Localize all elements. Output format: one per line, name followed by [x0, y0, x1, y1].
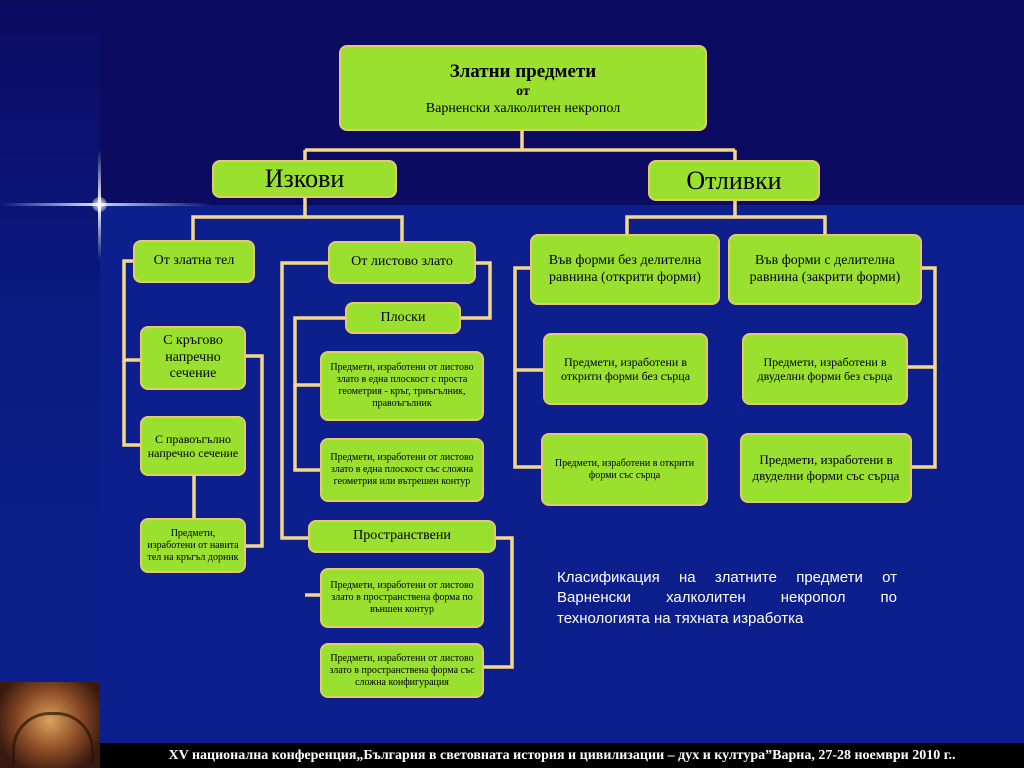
root-node: Златни предмети от Варненски халколитен … — [339, 45, 707, 131]
flat-node: Плоски — [345, 302, 461, 334]
root-source: Варненски халколитен некропол — [425, 100, 621, 116]
closed-no-core-node: Предмети, изработени в двуделни форми бе… — [742, 333, 908, 405]
closed-molds-node: Във форми с делителна равнина (закрити ф… — [728, 234, 922, 305]
connector-cast — [625, 200, 737, 236]
spatial-node: Пространствени — [308, 520, 496, 553]
root-title: Златни предмети — [449, 61, 597, 83]
connector-sheet — [280, 261, 330, 540]
corner-photo — [0, 682, 100, 768]
open-with-core-node: Предмети, изработени в открити форми със… — [541, 433, 708, 506]
gold-bar-node: От златна тел — [133, 240, 255, 283]
closed-with-core-node: Предмети, изработени в двуделни форми съ… — [740, 433, 912, 503]
spatial-outer-node: Предмети, изработени от листово злато в … — [320, 568, 484, 628]
root-subtitle: от — [516, 84, 530, 100]
conference-footer: XV национална конференция„България в све… — [100, 743, 1024, 768]
round-section-node: С кръгово напречно сечение — [140, 326, 246, 390]
open-no-core-node: Предмети, изработени в открити форми без… — [543, 333, 708, 405]
diagram-caption: Класификация на златните предмети от Вар… — [557, 569, 897, 627]
wire-mandrel-node: Предмети, изработени от навита тел на кр… — [140, 518, 246, 573]
open-molds-node: Във форми без делителна равнина (открити… — [530, 234, 720, 305]
forged-node: Изкови — [212, 160, 397, 198]
connector-forged — [191, 197, 307, 240]
connector-gold-bar — [122, 259, 142, 362]
cast-node: Отливки — [648, 160, 820, 201]
flat-simple-node: Предмети, изработени от листово злато в … — [320, 351, 484, 421]
flat-complex-node: Предмети, изработени от листово злато в … — [320, 438, 484, 502]
sheet-gold-node: От листово злато — [328, 241, 476, 284]
spatial-complex-node: Предмети, изработени от листово злато в … — [320, 643, 484, 698]
rect-section-node: С правоъгълно напречно сечение — [140, 416, 246, 476]
background-left-strip — [0, 0, 100, 768]
light-flare-center — [92, 197, 107, 212]
